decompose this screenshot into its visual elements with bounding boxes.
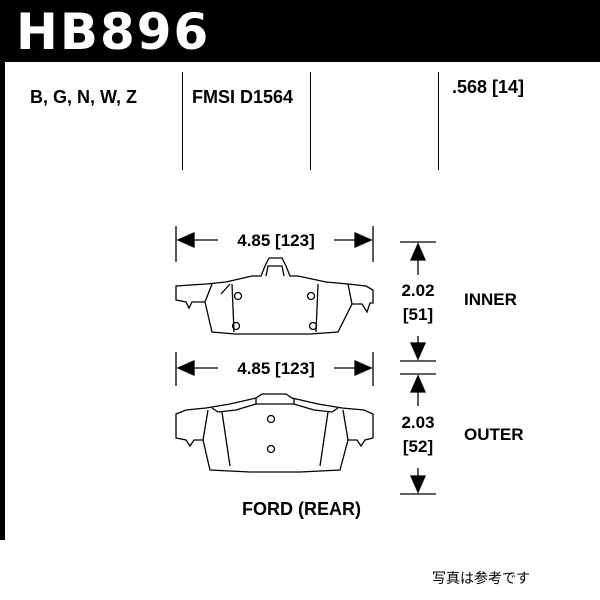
outer-width-label: 4.85 [123]: [237, 359, 315, 378]
outer-pad-hole: [266, 414, 276, 424]
outer-height-mm: [52]: [402, 437, 434, 456]
frame-left-border: [0, 62, 5, 540]
inner-height-inches: 2.02: [401, 281, 435, 300]
inner-pad-outline: [175, 257, 374, 335]
outer-pad-outline: [175, 393, 374, 473]
outer-height-inches: 2.03: [401, 413, 435, 432]
compound-list: B, G, N, W, Z: [30, 87, 137, 107]
inner-height-mm: [51]: [402, 305, 434, 324]
inner-pad-hole: [231, 321, 241, 331]
pad-thickness: .568 [14]: [452, 77, 525, 97]
inner-height-dimension: [400, 241, 436, 362]
header-bar: HB896: [0, 0, 600, 62]
inner-pad-hole: [308, 321, 318, 331]
inner-width-label: 4.85 [123]: [237, 231, 315, 250]
inner-pad-label: INNER: [464, 290, 517, 309]
outer-width-dimension: [175, 352, 374, 386]
outer-height-dimension: [400, 373, 436, 495]
fmsi-number: FMSI D1564: [192, 87, 294, 107]
column-divider: [438, 72, 439, 170]
footer-note: 写真は参考です: [432, 571, 530, 587]
outer-pad-hole: [266, 444, 276, 454]
inner-pad-hole: [233, 291, 243, 301]
application-label: FORD (REAR): [242, 499, 361, 519]
inner-width-dimension: [175, 226, 374, 262]
column-divider: [310, 72, 311, 170]
part-number: HB896: [16, 3, 211, 61]
inner-pad-hole: [306, 291, 316, 301]
column-divider: [182, 72, 183, 170]
outer-pad-label: OUTER: [464, 425, 524, 444]
